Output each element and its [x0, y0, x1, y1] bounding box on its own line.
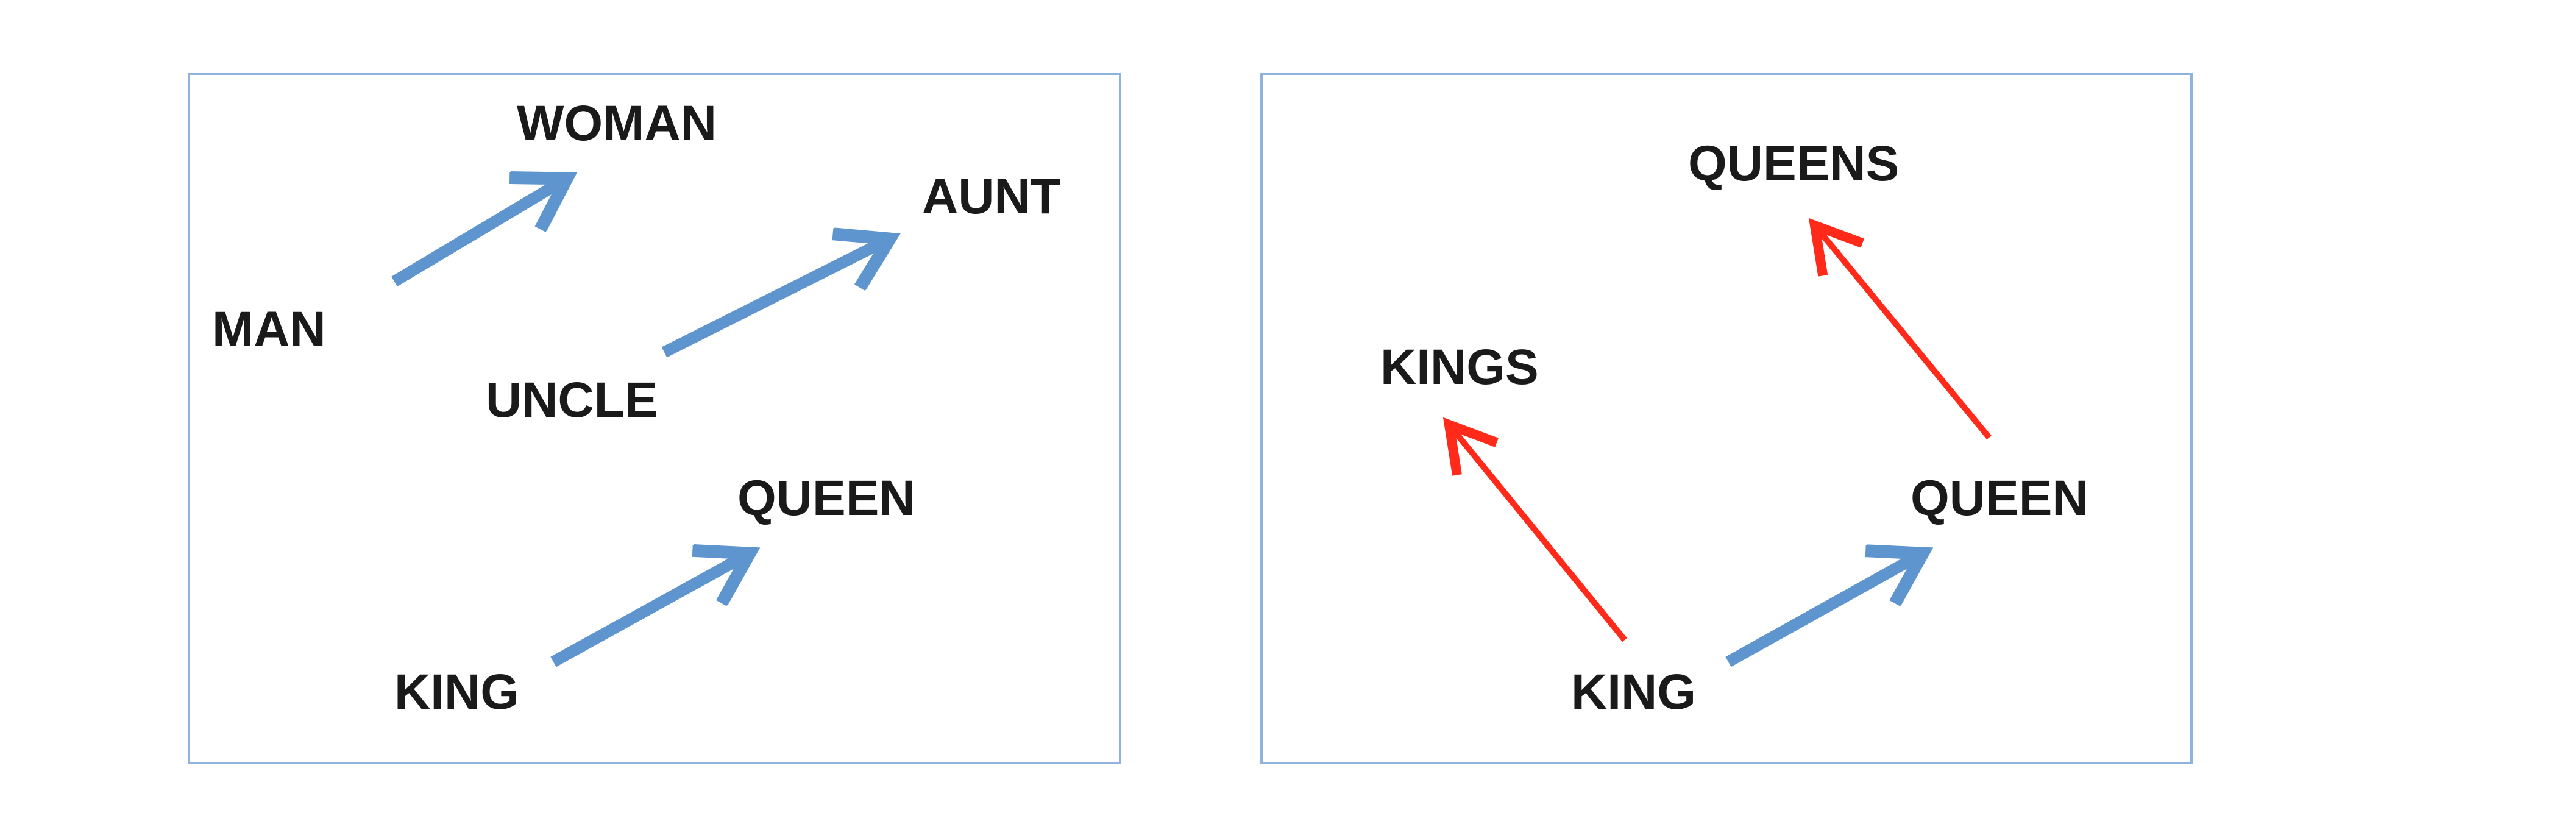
- word-queen-right: QUEEN: [1911, 470, 2088, 526]
- left-panel-border: [188, 73, 1121, 764]
- word-queen-left: QUEEN: [737, 470, 915, 526]
- right-panel-border: [1260, 73, 2193, 764]
- word-queens: QUEENS: [1688, 136, 1899, 191]
- word-kings: KINGS: [1380, 339, 1539, 395]
- right-panel: QUEENS KINGS QUEEN KING: [1260, 73, 2193, 764]
- man-to-woman-arrow: [391, 179, 567, 287]
- word-king-left: KING: [394, 664, 519, 720]
- word-uncle: UNCLE: [486, 372, 658, 428]
- word-woman: WOMAN: [517, 96, 717, 151]
- king-to-queen-arrow-right: [1725, 553, 1923, 667]
- king-to-queen-arrow-left: [550, 553, 750, 667]
- left-panel: WOMAN AUNT MAN UNCLE QUEEN KING: [188, 73, 1121, 764]
- word-king-right: KING: [1571, 664, 1696, 720]
- word-aunt: AUNT: [922, 169, 1061, 224]
- queen-to-queens-arrow: [1808, 218, 1992, 440]
- uncle-to-aunt-arrow: [661, 239, 890, 358]
- king-to-kings-arrow: [1442, 417, 1627, 642]
- word-man: MAN: [212, 302, 326, 357]
